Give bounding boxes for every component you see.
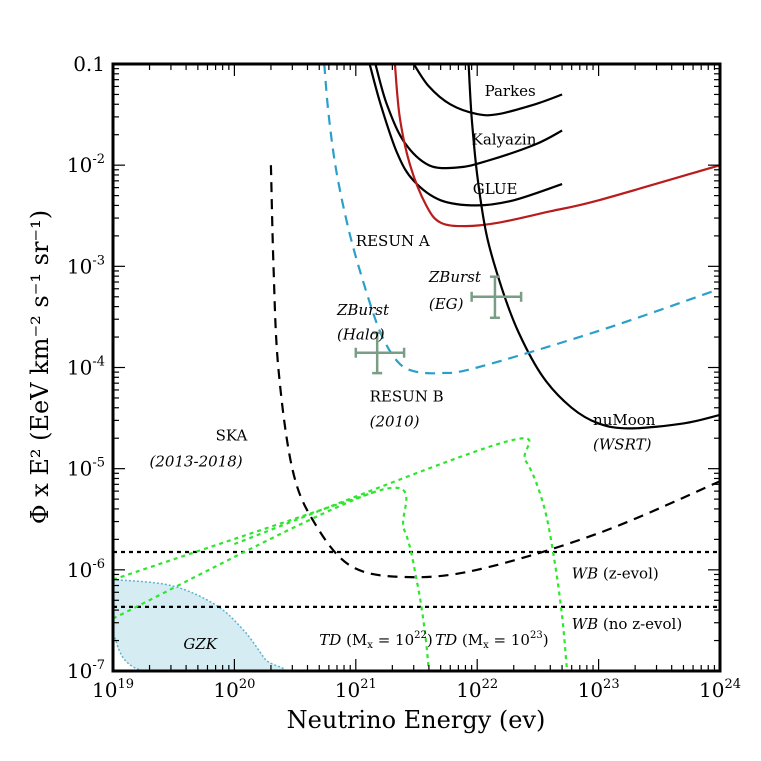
annotation-kalyazin: Kalyazin [472, 131, 537, 149]
annotation-td-mx-10-23: TD (Mx = 1023) [435, 630, 548, 651]
x-tick-label: 1021 [335, 677, 377, 702]
annotation-zburst: ZBurst [428, 268, 482, 286]
plot-frame [111, 62, 722, 673]
y-tick-label: 10-5 [67, 456, 105, 481]
series-layer [113, 64, 720, 671]
y-tick-label: 10-7 [67, 658, 105, 683]
series-kalyazin [374, 64, 563, 170]
y-tick-label: 10-4 [67, 355, 105, 380]
annotation-2013-2018: (2013-2018) [150, 453, 243, 471]
annotation-wsrt: (WSRT) [593, 435, 652, 453]
annotation-eg: (EG) [429, 295, 464, 313]
x-tick-label: 1024 [699, 677, 741, 702]
y-axis-title: Φ x E² (EeV km⁻² s⁻¹ sr⁻¹) [26, 210, 54, 524]
series-resun-a [393, 64, 720, 228]
x-axis-title: Neutrino Energy (ev) [287, 706, 546, 734]
annotation-resun-a: RESUN A [356, 232, 430, 250]
x-tick-label: 1022 [456, 677, 498, 702]
series-numoon-wsrt [467, 64, 720, 430]
x-tick-label: 1020 [213, 677, 255, 702]
y-tick-label: 10-2 [67, 152, 105, 177]
region-gzk [113, 578, 285, 671]
annotation-wb-no-z-evol: WB (no z-evol) [572, 615, 683, 633]
annotation-gzk: GZK [183, 635, 217, 653]
series-resun-b-2010 [323, 64, 720, 375]
series-td-mx-10-22-lower [113, 486, 430, 671]
y-tick-label: 0.1 [73, 52, 105, 76]
y-tick-label: 10-3 [67, 253, 105, 278]
x-tick-label: 1019 [92, 677, 134, 702]
series-glue [368, 64, 563, 207]
annotation-resun-b: RESUN B [370, 388, 444, 406]
point-zburst-eg [470, 275, 523, 320]
annotation-zburst: ZBurst [336, 301, 390, 319]
annotation-2010: (2010) [370, 413, 420, 431]
x-tick-label: 1023 [578, 677, 620, 702]
annotation-numoon: nuMoon [593, 411, 656, 429]
series-parkes [412, 64, 563, 117]
annotation-wb-z-evol: WB (z-evol) [572, 565, 659, 583]
error-bars-layer [354, 275, 523, 375]
point-zburst-halo [354, 331, 406, 375]
annotation-td-mx-10-22: TD (Mx = 1022) [319, 630, 432, 651]
regions-layer [113, 578, 285, 671]
annotation-ska: SKA [216, 426, 248, 444]
y-tick-label: 10-6 [67, 557, 105, 582]
annotation-halo: (Halo) [337, 325, 385, 343]
series-ska-2013-2018 [269, 165, 720, 579]
series-td-mx-10-23 [234, 437, 569, 671]
ticks-layer: 1019 1020 1021 1022 1023 1024 0.1 10-2 10-3 10-4 1… [67, 52, 741, 702]
annotation-glue: GLUE [473, 180, 518, 198]
annotation-parkes: Parkes [485, 82, 536, 100]
